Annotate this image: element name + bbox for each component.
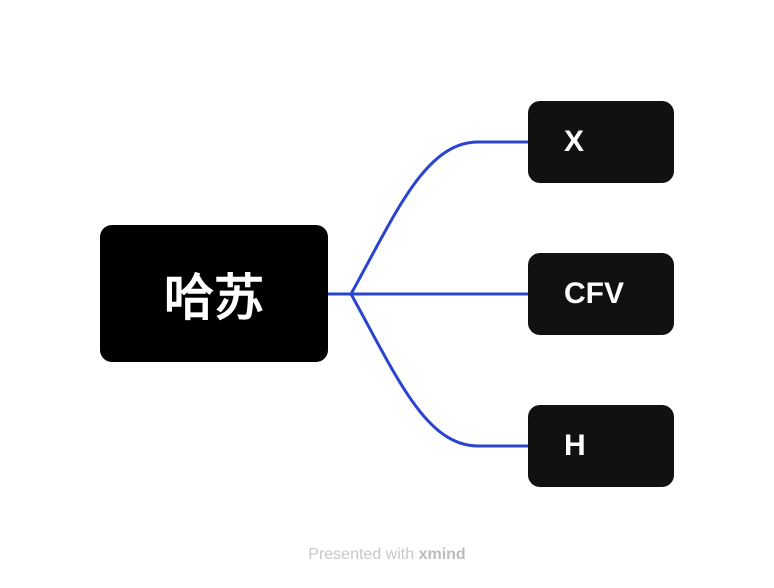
- topic-label: CFV: [564, 277, 624, 310]
- root-topic-label: 哈苏: [164, 268, 264, 327]
- footer-prefix: Presented with: [308, 546, 415, 563]
- topic-cfv[interactable]: CFV: [528, 253, 674, 335]
- topic-label: H: [564, 429, 586, 462]
- topic-h[interactable]: H: [528, 405, 674, 487]
- topic-x[interactable]: X: [528, 101, 674, 183]
- connector-x: [349, 140, 528, 295]
- topic-label: X: [564, 125, 585, 158]
- root-topic[interactable]: 哈苏: [100, 225, 328, 362]
- footer-brand: xmind: [418, 546, 466, 563]
- connector-h: [349, 293, 528, 448]
- footer-attribution: Presented with xmind: [0, 546, 774, 564]
